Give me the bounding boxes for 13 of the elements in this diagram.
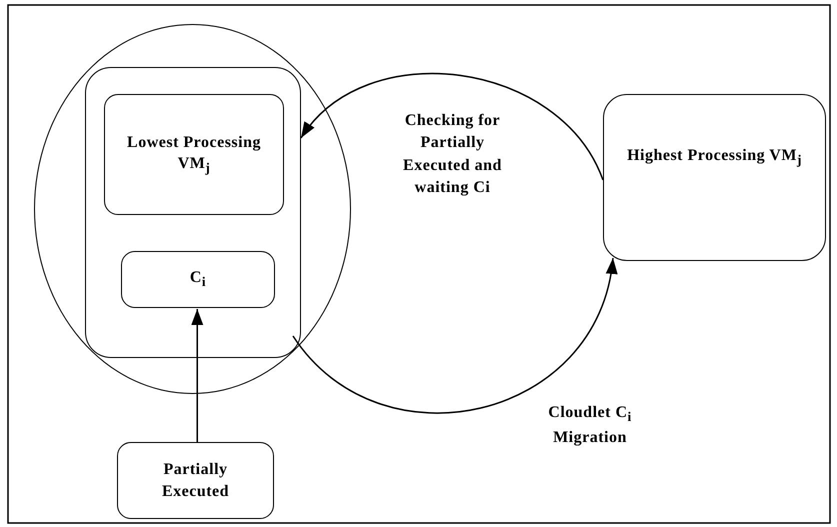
curved-arrow	[292, 258, 616, 414]
process-box	[104, 94, 284, 215]
process-box	[117, 442, 274, 519]
curved-arrow	[191, 309, 204, 442]
process-box	[121, 251, 275, 308]
rounded-container	[84, 66, 300, 358]
curved-arrow	[300, 72, 604, 180]
process-box	[603, 94, 826, 261]
node-label: Partially Executed	[160, 460, 230, 502]
node-label: C$_{i}$	[190, 268, 206, 292]
node-label: Highest Processing VM$_{j}$	[626, 146, 803, 170]
node-label: Lowest Processing VM$_{j}$	[126, 132, 262, 178]
ellipse-container	[34, 24, 351, 394]
